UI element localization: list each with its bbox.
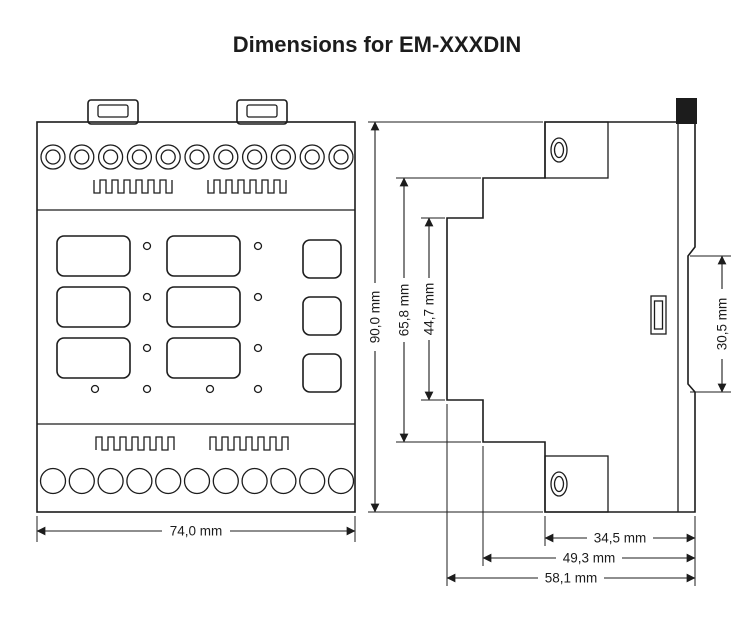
- terminal-screws-bottom: [39, 467, 355, 495]
- front-buttons: [302, 239, 342, 393]
- terminal-screws-top: [40, 144, 354, 170]
- vent-comb-top-right: [207, 179, 287, 194]
- dim-label-front-face-height: 44,7 mm: [422, 283, 437, 336]
- vent-comb-top-left: [93, 179, 173, 194]
- dim-label-bg: [420, 278, 438, 340]
- dim-label-bg: [713, 289, 731, 359]
- dim-label-bg: [587, 529, 653, 547]
- dim-label-mid-depth: 49,3 mm: [563, 551, 616, 566]
- dim-label-upper-body-height: 65,8 mm: [397, 284, 412, 337]
- din-latch-inner: [653, 300, 664, 330]
- side-view: [446, 98, 697, 513]
- terminal-screw-side-top: [550, 137, 568, 163]
- din-clip-top: [676, 98, 697, 124]
- dim-label-bg: [538, 569, 604, 587]
- terminal-block-bottom: [544, 455, 609, 513]
- front-view: [36, 99, 356, 513]
- mounting-tab-right-slot: [246, 104, 278, 118]
- terminal-block-top: [544, 121, 609, 179]
- dim-label-bg: [366, 283, 384, 351]
- vent-comb-bottom-left: [95, 436, 175, 451]
- front-body-outline: [36, 121, 356, 513]
- dim-label-terminal-depth: 34,5 mm: [594, 531, 647, 546]
- led-indicators: [90, 241, 263, 394]
- dimension-annotations: 90,0 mm 65,8 mm 44,7 mm 30,5 mm 74,0 mm …: [36, 121, 731, 587]
- display-windows: [56, 235, 241, 379]
- terminal-screw-side-bottom-inner: [553, 475, 565, 493]
- mounting-tab-left-slot: [97, 104, 129, 118]
- dim-label-width: 74,0 mm: [170, 524, 223, 539]
- dim-label-total-depth: 58,1 mm: [545, 571, 598, 586]
- mounting-tab-left: [87, 99, 139, 125]
- dim-label-total-height: 90,0 mm: [368, 291, 383, 344]
- side-profile-outline: [446, 121, 696, 513]
- dim-label-din-clip-height: 30,5 mm: [715, 298, 730, 351]
- page-title: Dimensions for EM-XXXDIN: [233, 32, 521, 57]
- vent-comb-bottom-right: [209, 436, 289, 451]
- dim-label-bg: [556, 549, 622, 567]
- din-latch: [650, 295, 667, 335]
- terminal-screw-side-top-inner: [553, 141, 565, 159]
- terminal-screw-side-bottom: [550, 471, 568, 497]
- mounting-tab-right: [236, 99, 288, 125]
- dim-label-bg: [395, 278, 413, 342]
- dim-label-bg: [162, 522, 230, 540]
